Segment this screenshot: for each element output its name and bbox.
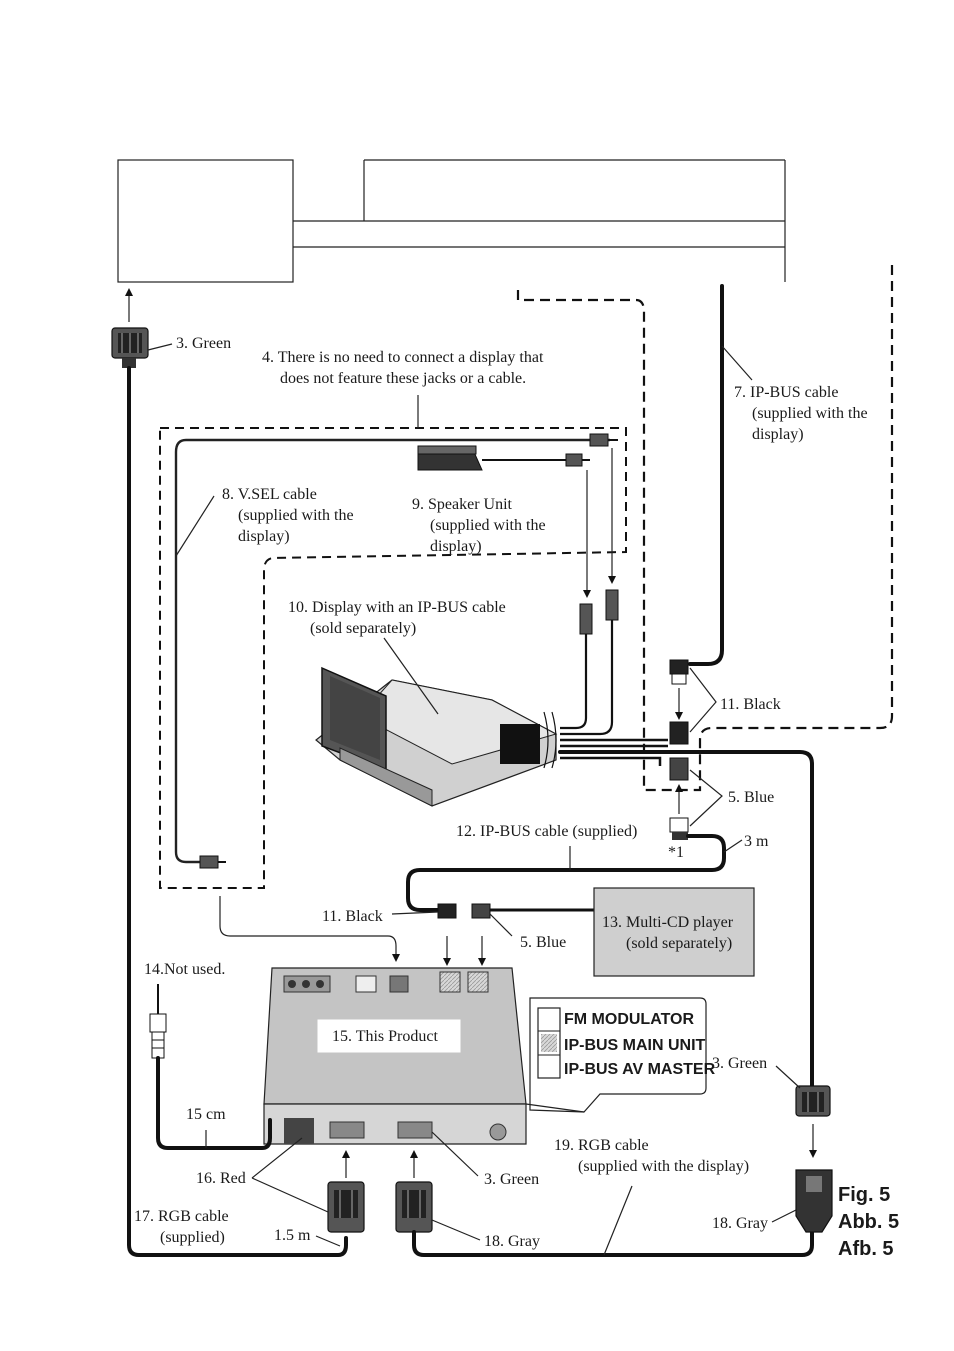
multi-cd-player-box [593,887,755,977]
label-this-product-15: 15. This Product [332,1028,438,1045]
vsel-plug-bottom [199,855,226,869]
connector-gray-18-mid [395,1181,433,1233]
label-black-11-mid: 11. Black [322,908,383,925]
label-not-used-14: 14.Not used. [144,961,225,978]
label-ip-bus-7-sub1: (supplied with the [752,405,868,422]
label-speaker-9: 9. Speaker Unit [412,496,513,513]
ip-bus-cable-7 [688,284,724,666]
label-length-1-5m: 1.5 m [274,1227,311,1244]
display-unit [315,666,558,807]
label-green-top: 3. Green [176,335,231,352]
mode-callout [529,997,707,1113]
mode-ip-bus-av-master: IP-BUS AV MASTER [564,1061,716,1078]
ip-bus-cable-12 [406,834,726,912]
label-vsel-8-sub1: (supplied with the [238,507,354,524]
note-4-line1: 4. There is no need to connect a display… [262,349,544,366]
connector-blue-5-product [471,903,491,919]
vsel-cable-8 [174,438,610,864]
rgb-cable-19 [412,1230,814,1257]
connector-green-top [111,327,149,368]
mode-ip-bus-main-unit: IP-BUS MAIN UNIT [564,1037,706,1054]
label-gray-18-mid: 18. Gray [484,1233,540,1250]
label-gray-18-right: 18. Gray [712,1215,768,1232]
plug-not-used-14 [149,984,167,1059]
figure-ref-de: Abb. 5 [838,1211,899,1233]
label-green-right: 3. Green [712,1055,767,1072]
figure-ref-nl: Afb. 5 [838,1238,894,1260]
optional-cable-dashed [516,262,894,792]
connector-blue-5-low [669,817,689,840]
label-display-10: 10. Display with an IP-BUS cable [288,599,506,616]
label-vsel-8-sub2: display) [238,528,290,545]
label-ip-bus-12: 12. IP-BUS cable (supplied) [456,823,637,840]
label-red-16: 16. Red [196,1170,246,1187]
cable-15cm [156,1056,272,1150]
label-vsel-8: 8. V.SEL cable [222,486,317,503]
label-ip-bus-7-sub2: display) [752,426,804,443]
label-rgb-17-sub: (supplied) [160,1229,225,1246]
label-ip-bus-7: 7. IP-BUS cable [734,384,838,401]
label-rgb-19-sub: (supplied with the display) [578,1158,749,1175]
connector-red-16 [327,1181,365,1233]
header-table-frame [117,159,786,283]
label-speaker-9-sub2: display) [430,538,482,555]
optional-connection-area [159,427,627,889]
label-black-11-right: 11. Black [720,696,781,713]
vsel-plug-top [589,433,618,447]
label-multi-cd-13-sub: (sold separately) [626,935,732,952]
label-length-3m: 3 m [744,833,769,850]
label-display-10-sub: (sold separately) [310,620,416,637]
speaker-unit [417,445,590,471]
connector-blue-5-mid [669,757,689,781]
connector-gray-18-right [795,1169,833,1233]
note-4-line2: does not feature these jacks or a cable. [280,370,526,387]
label-rgb-19: 19. RGB cable [554,1137,649,1154]
rgb-cable-17 [127,366,348,1257]
connector-black-11-mid [669,721,689,745]
label-length-15cm: 15 cm [186,1106,226,1123]
label-rgb-17: 17. RGB cable [134,1208,229,1225]
mode-selected-indicator [541,1034,557,1052]
connector-black-11-top [669,659,689,685]
label-blue-5-mid: 5. Blue [520,934,566,951]
label-green-bottom: 3. Green [484,1171,539,1188]
product-unit [263,967,527,1145]
rgb-cable-display [558,750,814,1088]
label-blue-5-right: 5. Blue [728,789,774,806]
figure-ref-en: Fig. 5 [838,1184,890,1206]
display-jacks [560,589,619,736]
label-note-star1: *1 [668,844,684,861]
label-speaker-9-sub1: (supplied with the [430,517,546,534]
mode-fm-modulator: FM MODULATOR [564,1011,695,1028]
connector-green-right [795,1085,831,1117]
label-multi-cd-13: 13. Multi-CD player [602,914,734,931]
connector-black-11-product [437,903,457,919]
